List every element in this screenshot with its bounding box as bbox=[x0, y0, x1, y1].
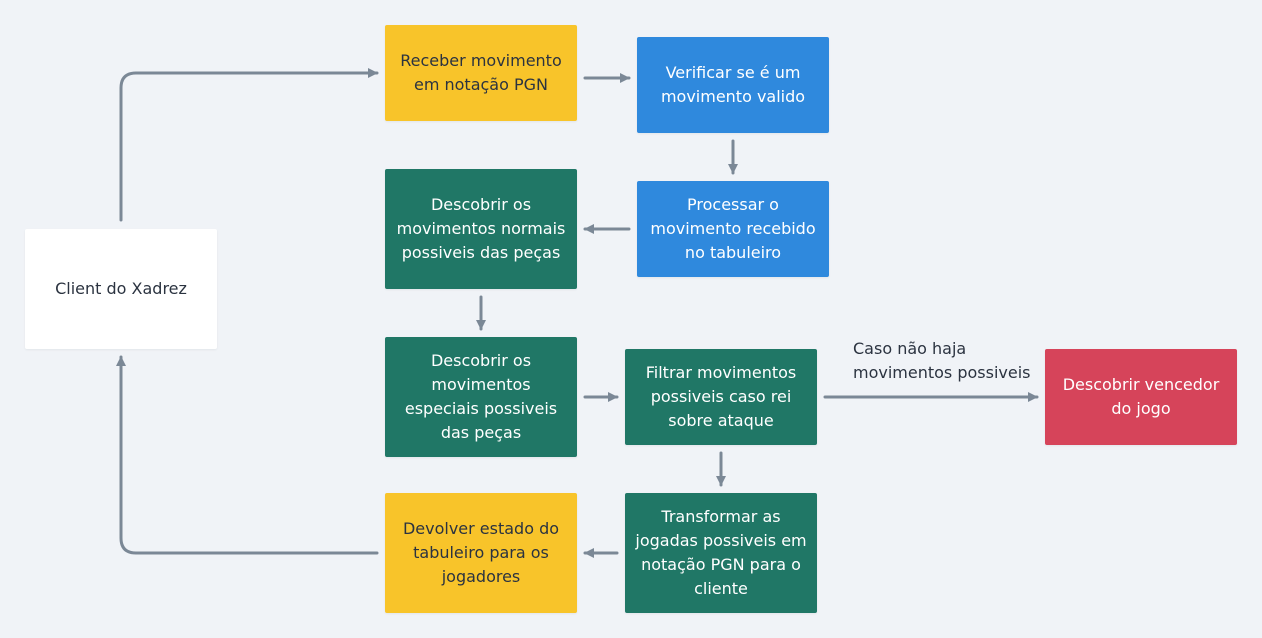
edge-label-no-moves: Caso não haja movimentos possiveis bbox=[853, 339, 1031, 382]
node-normal-moves-label: Descobrir os movimentos normais possivei… bbox=[396, 195, 566, 262]
node-filter-moves[interactable]: Filtrar movimentos possiveis caso rei so… bbox=[625, 349, 817, 445]
node-normal-moves[interactable]: Descobrir os movimentos normais possivei… bbox=[385, 169, 577, 289]
node-receive-move[interactable]: Receber movimento em notação PGN bbox=[385, 25, 577, 121]
node-find-winner-label: Descobrir vencedor do jogo bbox=[1062, 375, 1220, 418]
node-client-label: Client do Xadrez bbox=[55, 279, 187, 298]
node-filter-moves-label: Filtrar movimentos possiveis caso rei so… bbox=[645, 363, 797, 430]
node-transform-pgn[interactable]: Transformar as jogadas possiveis em nota… bbox=[625, 493, 817, 613]
node-find-winner[interactable]: Descobrir vencedor do jogo bbox=[1045, 349, 1237, 445]
node-process-move[interactable]: Processar o movimento recebido no tabule… bbox=[637, 181, 829, 277]
node-client[interactable]: Client do Xadrez bbox=[25, 229, 217, 349]
node-special-moves-label: Descobrir os movimentos especiais possiv… bbox=[404, 351, 558, 442]
node-process-move-label: Processar o movimento recebido no tabule… bbox=[650, 195, 816, 262]
node-verify-move[interactable]: Verificar se é um movimento valido bbox=[637, 37, 829, 133]
node-verify-move-label: Verificar se é um movimento valido bbox=[660, 63, 806, 106]
node-transform-pgn-label: Transformar as jogadas possiveis em nota… bbox=[635, 507, 807, 598]
node-return-state[interactable]: Devolver estado do tabuleiro para os jog… bbox=[385, 493, 577, 613]
node-special-moves[interactable]: Descobrir os movimentos especiais possiv… bbox=[385, 337, 577, 457]
edge-client-to-receive bbox=[119, 68, 379, 222]
edge-return-state-to-client bbox=[116, 355, 379, 555]
node-return-state-label: Devolver estado do tabuleiro para os jog… bbox=[402, 519, 560, 586]
node-receive-move-label: Receber movimento em notação PGN bbox=[400, 51, 562, 94]
